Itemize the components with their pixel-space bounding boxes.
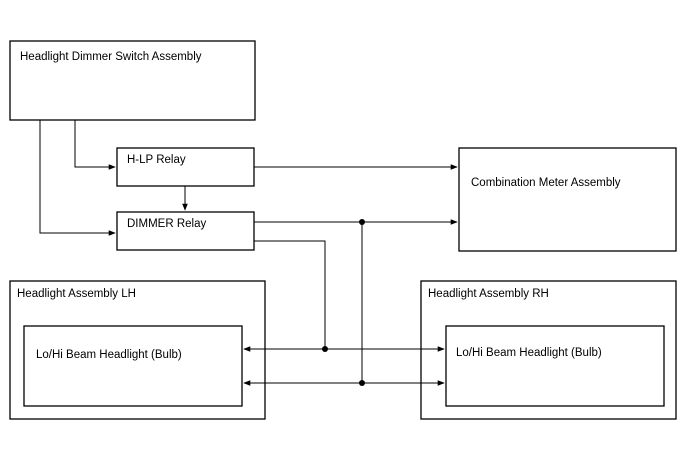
headlight-rh-label: Headlight Assembly RH: [428, 288, 549, 300]
combination-meter-label: Combination Meter Assembly: [471, 177, 621, 189]
switch-to-dimmer-relay-wire: [39, 120, 116, 236]
bulb-rh-box: [445, 325, 665, 407]
dimmer-switch-block: Headlight Dimmer Switch Assembly: [9, 40, 256, 121]
dimmer-relay-block: DIMMER Relay: [116, 211, 255, 251]
combination-meter-box: [458, 147, 677, 252]
dimmer-switch-box: [9, 40, 256, 121]
junction-dot-meter: [359, 219, 365, 225]
bulb-rh-label: Lo/Hi Beam Headlight (Bulb): [456, 347, 602, 359]
dimmer-relay-feed-wire: [254, 240, 326, 349]
headlight-lh-label: Headlight Assembly LH: [17, 288, 136, 300]
dimmer-relay-label: DIMMER Relay: [127, 218, 206, 230]
bulb-lh-box: [23, 325, 243, 407]
hlp-relay-box: [116, 147, 255, 187]
combination-meter-block: Combination Meter Assembly: [458, 147, 677, 252]
junction-dot-upper: [322, 346, 328, 352]
dimmer-relay-box: [116, 211, 255, 251]
junction-dot-lower: [359, 380, 365, 386]
switch-to-hlp-relay-wire: [74, 120, 116, 170]
dimmer-switch-label: Headlight Dimmer Switch Assembly: [20, 51, 202, 63]
hlp-relay-block: H-LP Relay: [116, 147, 255, 187]
bulb-lh-label: Lo/Hi Beam Headlight (Bulb): [36, 349, 182, 361]
headlight-rh-block: Headlight Assembly RH Lo/Hi Beam Headlig…: [420, 280, 677, 420]
headlight-lh-block: Headlight Assembly LH Lo/Hi Beam Headlig…: [9, 280, 266, 420]
hlp-relay-label: H-LP Relay: [127, 154, 186, 166]
